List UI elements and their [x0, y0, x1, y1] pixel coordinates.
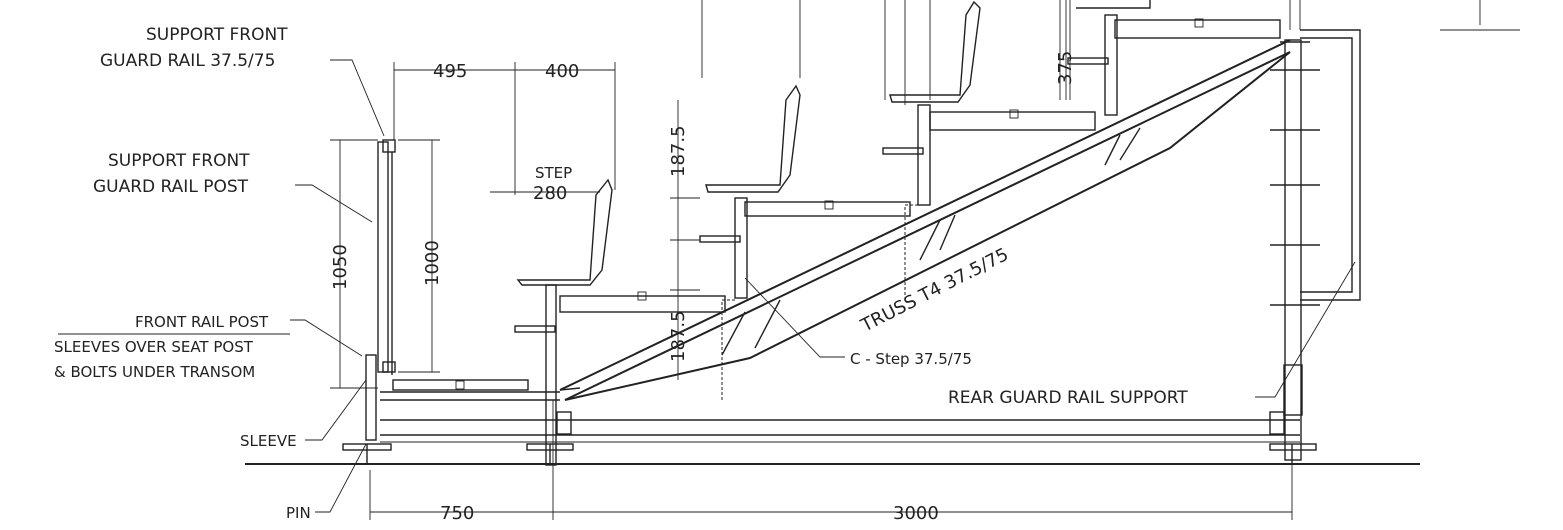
dim-1050: 1050	[330, 244, 351, 290]
base-beam	[380, 419, 1300, 443]
label-support-front-post-1: SUPPORT FRONT	[108, 151, 250, 171]
label-front-rail-post-3: & BOLTS UNDER TRANSOM	[54, 363, 255, 381]
label-support-front-guard-rail-2: GUARD RAIL 37.5/75	[100, 51, 275, 71]
rear-column	[1270, 39, 1320, 461]
rear-guard-rail	[1289, 0, 1361, 301]
seats	[514, 0, 1151, 333]
label-truss: TRUSS T4 37.5/75	[857, 244, 1012, 337]
label-support-front-guard-rail-1: SUPPORT FRONT	[146, 25, 288, 45]
top-verticals	[701, 0, 1520, 105]
label-front-rail-post-2: SLEEVES OVER SEAT POST	[54, 338, 254, 356]
dim-280: 280	[533, 183, 567, 204]
label-rear-guard-rail-support: REAR GUARD RAIL SUPPORT	[948, 388, 1188, 408]
dim-400: 400	[545, 61, 579, 82]
label-sleeve: SLEEVE	[240, 432, 297, 450]
label-pin: PIN	[286, 504, 311, 522]
label-front-rail-post-1: FRONT RAIL POST	[135, 313, 269, 331]
dim-750: 750	[440, 503, 474, 524]
base-jacks	[342, 411, 1317, 464]
front-platform	[380, 379, 560, 401]
front-seat-post	[545, 284, 557, 466]
truss	[559, 39, 1291, 401]
dim-1000: 1000	[422, 240, 443, 286]
dim-187-upper: 187.5	[668, 125, 689, 177]
front-guard-rail-post	[365, 139, 396, 441]
dim-187-lower: 187.5	[668, 310, 689, 362]
steps	[559, 14, 1281, 400]
dim-375: 375	[1055, 51, 1076, 85]
label-support-front-post-2: GUARD RAIL POST	[93, 177, 249, 197]
dimension-lines	[330, 0, 1293, 520]
leader-lines	[58, 59, 1356, 513]
label-step: STEP	[535, 164, 572, 182]
dim-495: 495	[433, 61, 467, 82]
dim-3000: 3000	[893, 503, 939, 524]
label-c-step: C - Step 37.5/75	[850, 350, 972, 368]
